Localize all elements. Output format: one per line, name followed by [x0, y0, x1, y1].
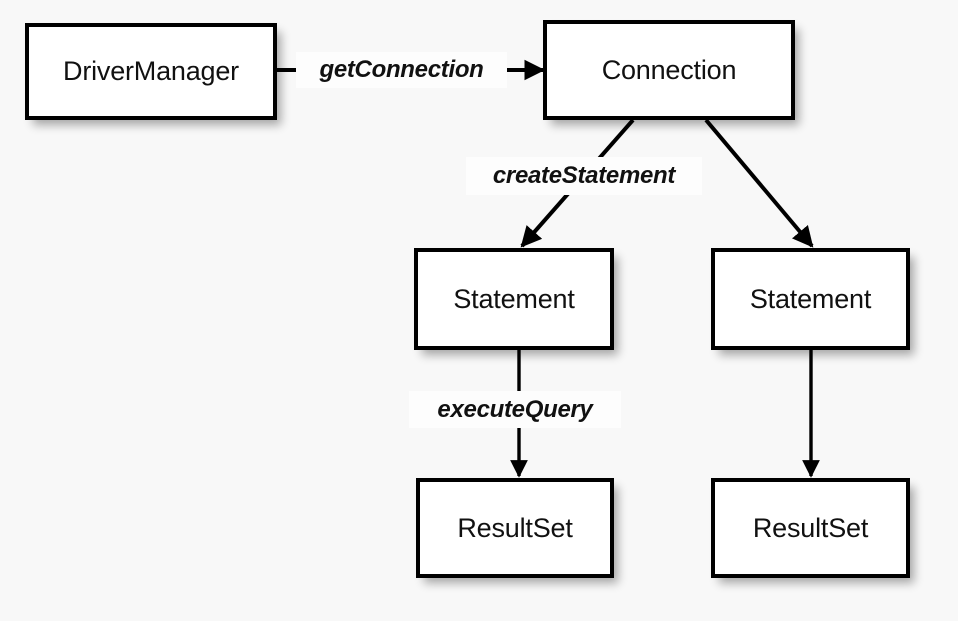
node-resultset-right[interactable]: ResultSet [711, 478, 910, 578]
edge-label-executequery: executeQuery [409, 391, 621, 428]
edge-label-createstatement: createStatement [466, 157, 702, 195]
node-connection[interactable]: Connection [543, 20, 795, 120]
edge-label-text-getconnection: getConnection [319, 56, 484, 83]
node-label-resultset-left: ResultSet [457, 512, 573, 543]
node-statement-right[interactable]: Statement [711, 248, 910, 350]
node-driver-manager[interactable]: DriverManager [25, 23, 277, 120]
edge-label-getconnection: getConnection [296, 52, 507, 88]
node-statement-left[interactable]: Statement [414, 248, 614, 350]
node-label-statement-right: Statement [749, 283, 872, 314]
node-label-driver-manager: DriverManager [63, 56, 239, 86]
edge-label-text-createstatement: createStatement [492, 162, 676, 189]
edge-label-text-executequery: executeQuery [437, 395, 593, 423]
node-label-connection: Connection [601, 54, 737, 85]
node-resultset-left[interactable]: ResultSet [416, 478, 614, 578]
node-label-resultset-right: ResultSet [752, 512, 869, 543]
edge-line-createstatement-2 [704, 118, 814, 248]
node-label-statement-left: Statement [453, 283, 575, 314]
